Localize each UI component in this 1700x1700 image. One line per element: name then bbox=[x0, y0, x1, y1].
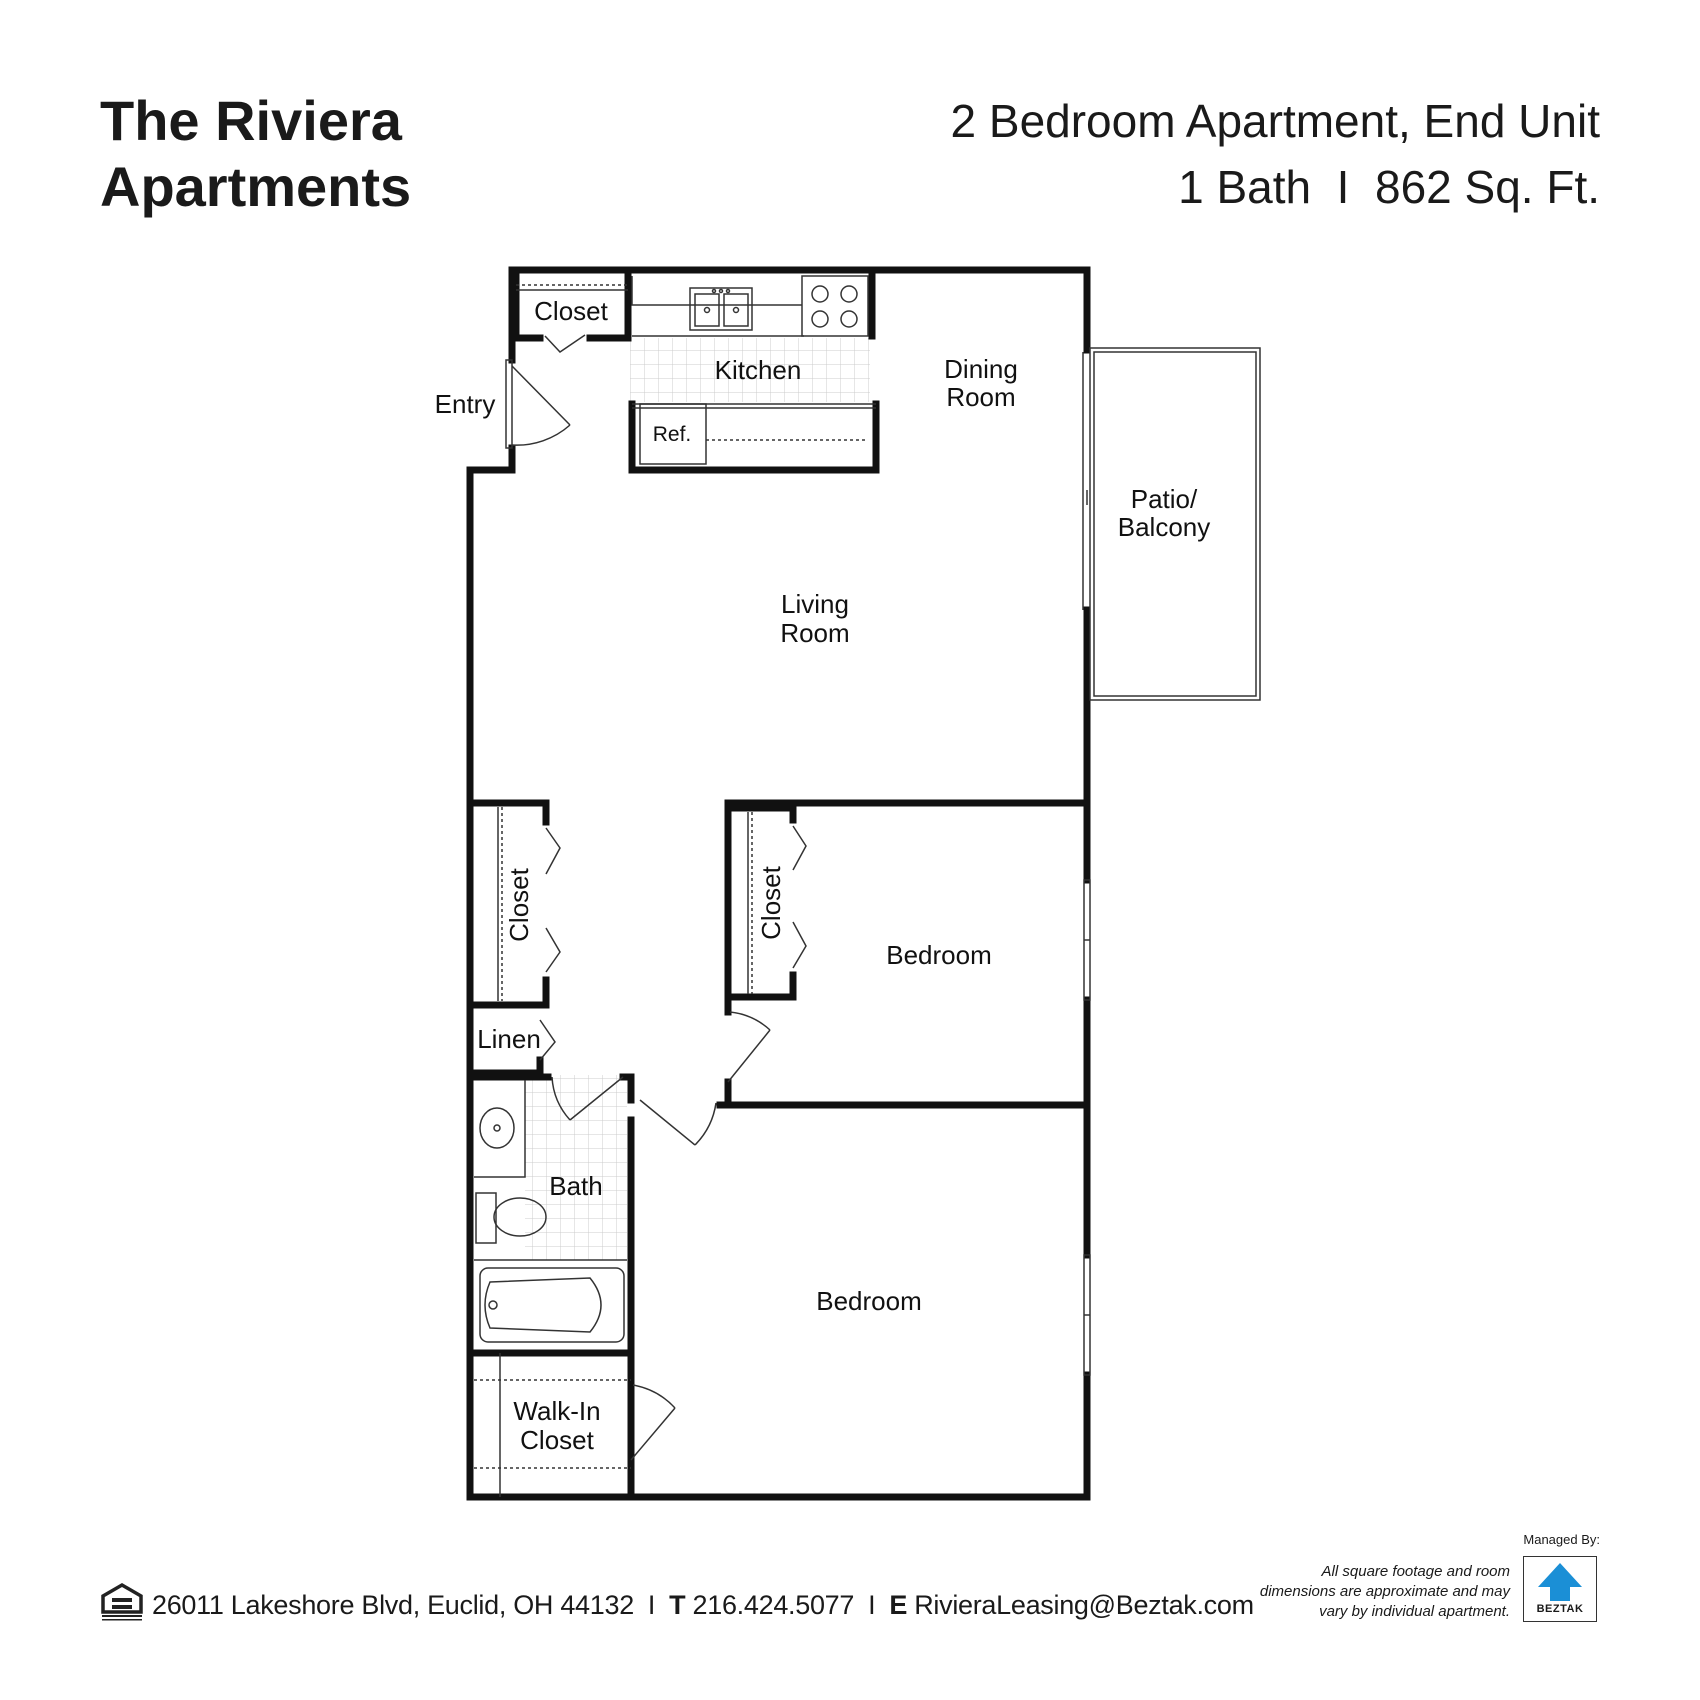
label-dining-line-1: Dining bbox=[944, 354, 1018, 384]
label-closet-hall: Closet bbox=[504, 867, 534, 941]
label-living-line-1: Living bbox=[781, 589, 849, 619]
equal-housing-opportunity-icon bbox=[101, 1582, 143, 1621]
walls bbox=[466, 266, 1091, 1501]
label-bedroom-1: Bedroom bbox=[886, 940, 992, 970]
kitchen-tile-floor bbox=[630, 338, 870, 402]
label-walkin-line-1: Walk-In bbox=[513, 1396, 600, 1426]
address: 26011 Lakeshore Blvd, Euclid, OH 44132 bbox=[152, 1590, 634, 1620]
separator: I bbox=[868, 1590, 876, 1620]
email-address[interactable]: RivieraLeasing@Beztak.com bbox=[914, 1590, 1254, 1620]
beztak-arrow-icon bbox=[1538, 1563, 1582, 1601]
unit-summary: 2 Bedroom Apartment, End Unit 1 Bath I 8… bbox=[951, 88, 1600, 220]
label-closet-entry: Closet bbox=[534, 296, 608, 326]
label-dining-line-2: Room bbox=[946, 382, 1015, 412]
beztak-logo-text: BEZTAK bbox=[1536, 1603, 1584, 1615]
property-name-line-2: Apartments bbox=[100, 155, 412, 218]
label-walkin-line-2: Closet bbox=[520, 1425, 594, 1455]
label-entry: Entry bbox=[435, 389, 496, 419]
label-linen: Linen bbox=[477, 1024, 541, 1054]
beztak-logo: BEZTAK bbox=[1523, 1556, 1597, 1622]
fixtures bbox=[474, 275, 1261, 1497]
phone-prefix: T bbox=[669, 1590, 686, 1620]
unit-details: 1 Bath I 862 Sq. Ft. bbox=[1178, 161, 1600, 213]
separator: I bbox=[647, 1590, 656, 1620]
label-refrigerator: Ref. bbox=[653, 423, 692, 446]
disclaimer-line-1: All square footage and room bbox=[1321, 1563, 1510, 1580]
disclaimer: All square footage and room dimensions a… bbox=[1180, 1562, 1510, 1622]
unit-type: 2 Bedroom Apartment, End Unit bbox=[950, 95, 1600, 147]
disclaimer-line-2: dimensions are approximate and may bbox=[1259, 1583, 1510, 1600]
label-bedroom-2: Bedroom bbox=[816, 1286, 922, 1316]
managed-by-label: Managed By: bbox=[1523, 1532, 1600, 1547]
email-prefix: E bbox=[889, 1590, 908, 1620]
property-name-line-1: The Riviera bbox=[100, 89, 402, 152]
label-kitchen: Kitchen bbox=[715, 355, 802, 385]
label-closet-bedroom: Closet bbox=[756, 865, 786, 939]
bath-tile-floor bbox=[525, 1075, 627, 1260]
label-bath: Bath bbox=[549, 1171, 603, 1201]
label-patio-line-1: Patio/ bbox=[1131, 484, 1198, 514]
label-patio-line-2: Balcony bbox=[1118, 512, 1211, 542]
disclaimer-line-3: vary by individual apartment. bbox=[1319, 1603, 1510, 1620]
label-living-line-2: Room bbox=[780, 618, 849, 648]
property-name: The Riviera Apartments bbox=[100, 88, 411, 220]
phone-number[interactable]: 216.424.5077 bbox=[692, 1590, 855, 1620]
